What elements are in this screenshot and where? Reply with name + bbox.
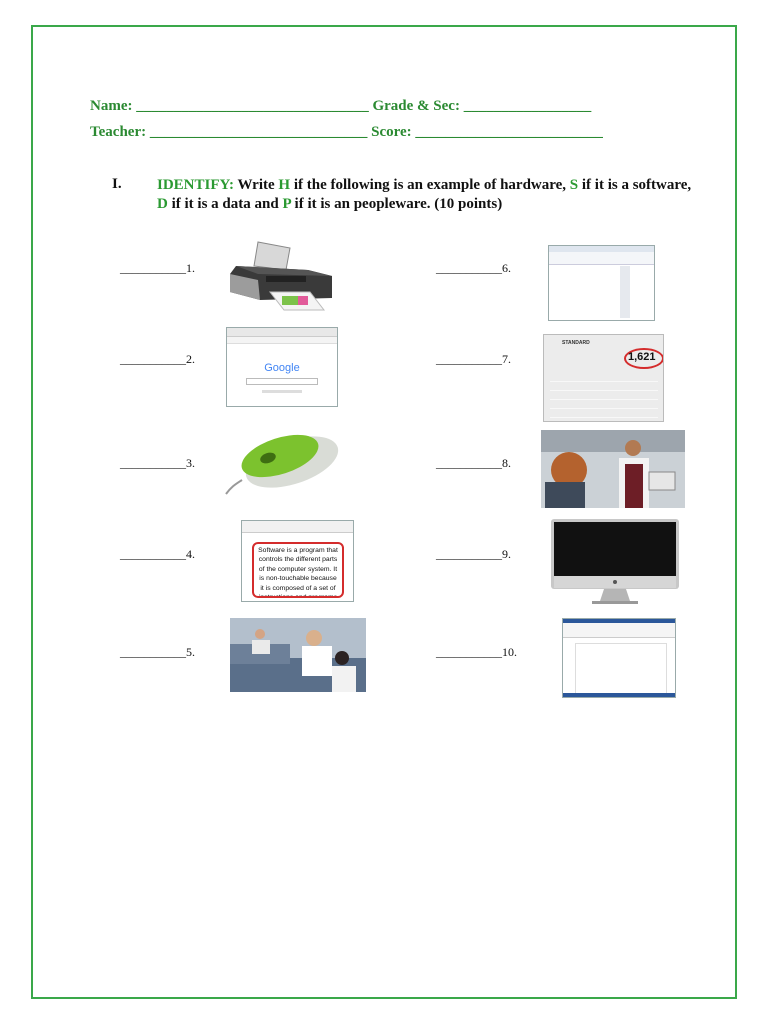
instr-text-1: Write — [233, 177, 279, 193]
code-d: D — [157, 196, 168, 212]
page-border — [31, 25, 737, 999]
document-text: Software is a program that controls the … — [252, 542, 344, 598]
instr-text-2: if the following is an example of hardwa… — [290, 177, 570, 193]
score-label: Score: — [371, 124, 412, 140]
instr-text-4: if it is a data and — [167, 196, 283, 212]
name-label: Name: — [90, 98, 133, 114]
teacher-field[interactable]: _____________________________ — [149, 124, 368, 140]
name-field[interactable]: _______________________________ — [136, 98, 369, 114]
printer-image — [228, 240, 334, 316]
calculator-image: STANDARD 1,621 — [543, 334, 664, 422]
word-processor-image — [562, 618, 676, 698]
cashier-image — [541, 430, 685, 508]
answer-line-8[interactable]: ___________8. — [436, 456, 511, 470]
name-row: Name: _______________________________ Gr… — [90, 98, 591, 115]
code-h: H — [278, 177, 291, 193]
paint-program-image — [548, 245, 655, 321]
answer-line-7[interactable]: ___________7. — [436, 352, 511, 366]
answer-line-9[interactable]: ___________9. — [436, 547, 511, 561]
section-number: I. — [112, 176, 122, 192]
monitor-image — [550, 518, 680, 605]
google-logo: Google — [264, 362, 300, 374]
office-people-image — [230, 618, 366, 692]
teacher-row: Teacher: _____________________________ S… — [90, 124, 603, 141]
mouse-image — [222, 430, 342, 496]
teacher-label: Teacher: — [90, 124, 147, 140]
keyword: IDENTIFY: — [157, 177, 234, 193]
instr-text-5: if it is an peopleware. (10 points) — [290, 196, 503, 212]
document-text-image: Software is a program that controls the … — [241, 520, 354, 602]
answer-line-5[interactable]: ___________5. — [120, 645, 195, 659]
code-s: S — [569, 177, 579, 193]
calc-mode: STANDARD — [562, 340, 590, 346]
answer-line-10[interactable]: ___________10. — [436, 645, 517, 659]
instr-text-3: if it is a software, — [578, 177, 692, 193]
score-field[interactable]: _________________________ — [415, 124, 603, 140]
answer-line-2[interactable]: ___________2. — [120, 352, 195, 366]
grade-field[interactable]: _________________ — [463, 98, 592, 114]
grade-label: Grade & Sec: — [372, 98, 460, 114]
answer-line-6[interactable]: ___________6. — [436, 261, 511, 275]
calc-value: 1,621 — [628, 351, 656, 363]
answer-line-3[interactable]: ___________3. — [120, 456, 195, 470]
answer-line-1[interactable]: ___________1. — [120, 261, 195, 275]
answer-line-4[interactable]: ___________4. — [120, 547, 195, 561]
instructions: IDENTIFY: Write H if the following is an… — [157, 176, 697, 214]
code-p: P — [282, 196, 291, 212]
google-browser-image: Google — [226, 327, 338, 407]
